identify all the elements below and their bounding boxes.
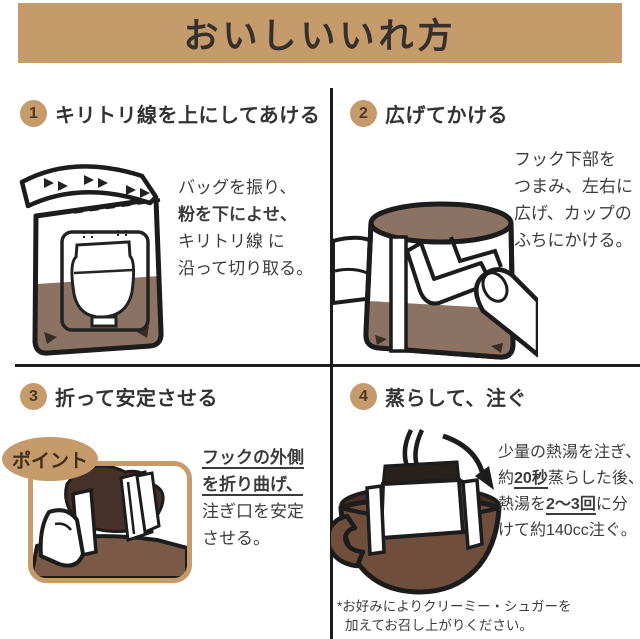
step1-description: バッグを振り、 粉を下によせ、 キリトリ線 に 沿って切り取る。	[178, 174, 313, 282]
pour-arrow-icon	[442, 433, 494, 490]
step2-spread-hooks-illustration	[333, 201, 538, 360]
step4-desc-line3: 熱湯を2〜3回に分	[498, 496, 628, 515]
point-badge: ポイント	[2, 437, 98, 481]
step4-desc-line2: 約20秒蒸らした後、	[498, 470, 640, 489]
step3-number-badge: 3	[20, 383, 47, 410]
step3-desc-line2: を折り曲げ、	[202, 475, 303, 496]
tear-direction-arrows-icon	[44, 175, 150, 198]
step3-desc-line3: 注ぎ口を安定	[202, 502, 304, 521]
step1-title: キリトリ線を上にしてあける	[55, 105, 321, 127]
step1-bag-tear-illustration	[19, 164, 164, 356]
step4-description: 少量の熱湯を注ぎ、 約20秒蒸らした後、 熱湯を2〜3回に分 けて約140cc注…	[498, 440, 640, 544]
step1-desc-line2: 粉を下によせ、	[178, 205, 297, 224]
step4-desc-line1: 少量の熱湯を注ぎ、	[498, 444, 640, 461]
step2-header: 2 広げてかける	[350, 99, 508, 128]
step4-pour-illustration	[331, 428, 502, 595]
step3-header: 3 折って安定させる	[20, 382, 218, 411]
step4-desc-line4: けて約140cc注ぐ。	[498, 522, 637, 539]
step1-number-badge: 1	[20, 100, 47, 127]
divider-horizontal	[15, 364, 640, 367]
step1-header: 1 キリトリ線を上にしてあける	[20, 99, 320, 128]
step2-desc-line2: つまみ、左右に	[514, 177, 633, 196]
step3-fold-hook-illustration	[33, 466, 187, 578]
point-badge-label: ポイント	[11, 450, 88, 472]
step4-number-badge: 4	[350, 383, 377, 410]
step1-desc-line3: キリトリ線 に	[178, 232, 285, 251]
step3-description: フックの外側 を折り曲げ、 注ぎ口を安定 させる。	[202, 444, 304, 552]
title-banner: おいしいいれ方	[18, 3, 622, 63]
step2-description: フック下部を つまみ、左右に 広げ、カップの ふちにかける。	[514, 146, 633, 254]
footnote: *お好みによりクリーミー・シュガーを 加えてお召し上がりください。	[337, 597, 571, 635]
step3-title: 折って安定させる	[55, 388, 218, 410]
step2-desc-line1: フック下部を	[514, 150, 616, 169]
divider-vertical	[330, 88, 333, 639]
step1-desc-line4: 沿って切り取る。	[178, 259, 314, 278]
step1-desc-line1: バッグを振り、	[178, 178, 297, 197]
step4-title: 蒸らして、注ぐ	[385, 388, 527, 410]
step2-number-badge: 2	[350, 100, 377, 127]
step4-header: 4 蒸らして、注ぐ	[350, 382, 527, 411]
step2-desc-line4: ふちにかける。	[514, 231, 633, 250]
step3-framed-illustration	[28, 461, 192, 583]
footnote-line1: *お好みによりクリーミー・シュガーを	[337, 599, 572, 614]
footnote-line2: 加えてお召し上がりください。	[345, 618, 533, 633]
step2-desc-line3: 広げ、カップの	[514, 204, 632, 223]
page-title: おいしいいれ方	[183, 16, 457, 56]
step3-desc-line1: フックの外側	[202, 448, 304, 469]
step2-title: 広げてかける	[385, 105, 508, 127]
step3-desc-line4: させる。	[202, 529, 270, 548]
